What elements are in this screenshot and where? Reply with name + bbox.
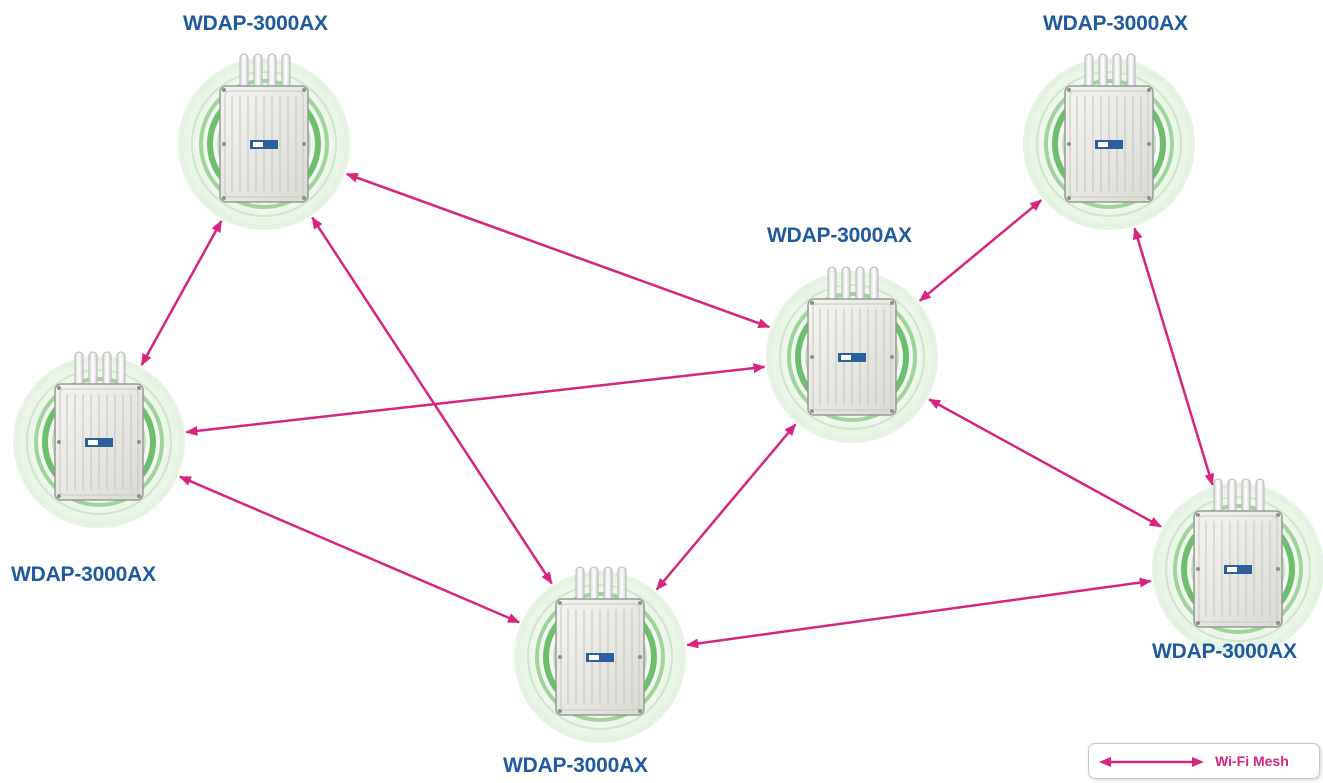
mesh-link-bottom-to-right	[686, 577, 1152, 649]
mesh-link-top-left-to-left	[140, 220, 223, 366]
mesh-link-left-to-bottom	[178, 475, 521, 624]
access-point-right	[1152, 478, 1323, 655]
access-point-top-right	[1023, 53, 1195, 230]
node-label-center: WDAP-3000AX	[767, 224, 912, 247]
mesh-link-center-to-top-right	[918, 199, 1043, 302]
node-label-top-right: WDAP-3000AX	[1043, 12, 1188, 35]
node-label-left: WDAP-3000AX	[11, 563, 156, 586]
legend: Wi-Fi Mesh	[1088, 743, 1320, 779]
brand-logo-icon	[250, 140, 278, 149]
mesh-link-top-left-to-bottom	[311, 216, 553, 585]
access-point-top-left	[178, 53, 350, 230]
brand-logo-icon	[838, 353, 866, 362]
mesh-link-center-to-right	[928, 398, 1162, 528]
legend-arrow-icon	[1099, 757, 1204, 767]
mesh-link-bottom-to-center	[655, 423, 797, 591]
brand-logo-icon	[1224, 565, 1252, 574]
access-point-center	[766, 266, 938, 443]
node-label-right: WDAP-3000AX	[1152, 640, 1297, 663]
mesh-link-top-left-to-center	[345, 172, 771, 329]
mesh-link-left-to-center	[185, 363, 766, 436]
brand-logo-icon	[1095, 140, 1123, 149]
node-label-top-left: WDAP-3000AX	[183, 12, 328, 35]
mesh-link-top-right-to-right	[1132, 227, 1215, 486]
brand-logo-icon	[85, 438, 113, 447]
legend-label: Wi-Fi Mesh	[1215, 753, 1289, 769]
node-label-bottom: WDAP-3000AX	[503, 754, 648, 777]
brand-logo-icon	[586, 653, 614, 662]
access-point-left	[13, 351, 185, 528]
access-point-bottom	[514, 566, 686, 743]
